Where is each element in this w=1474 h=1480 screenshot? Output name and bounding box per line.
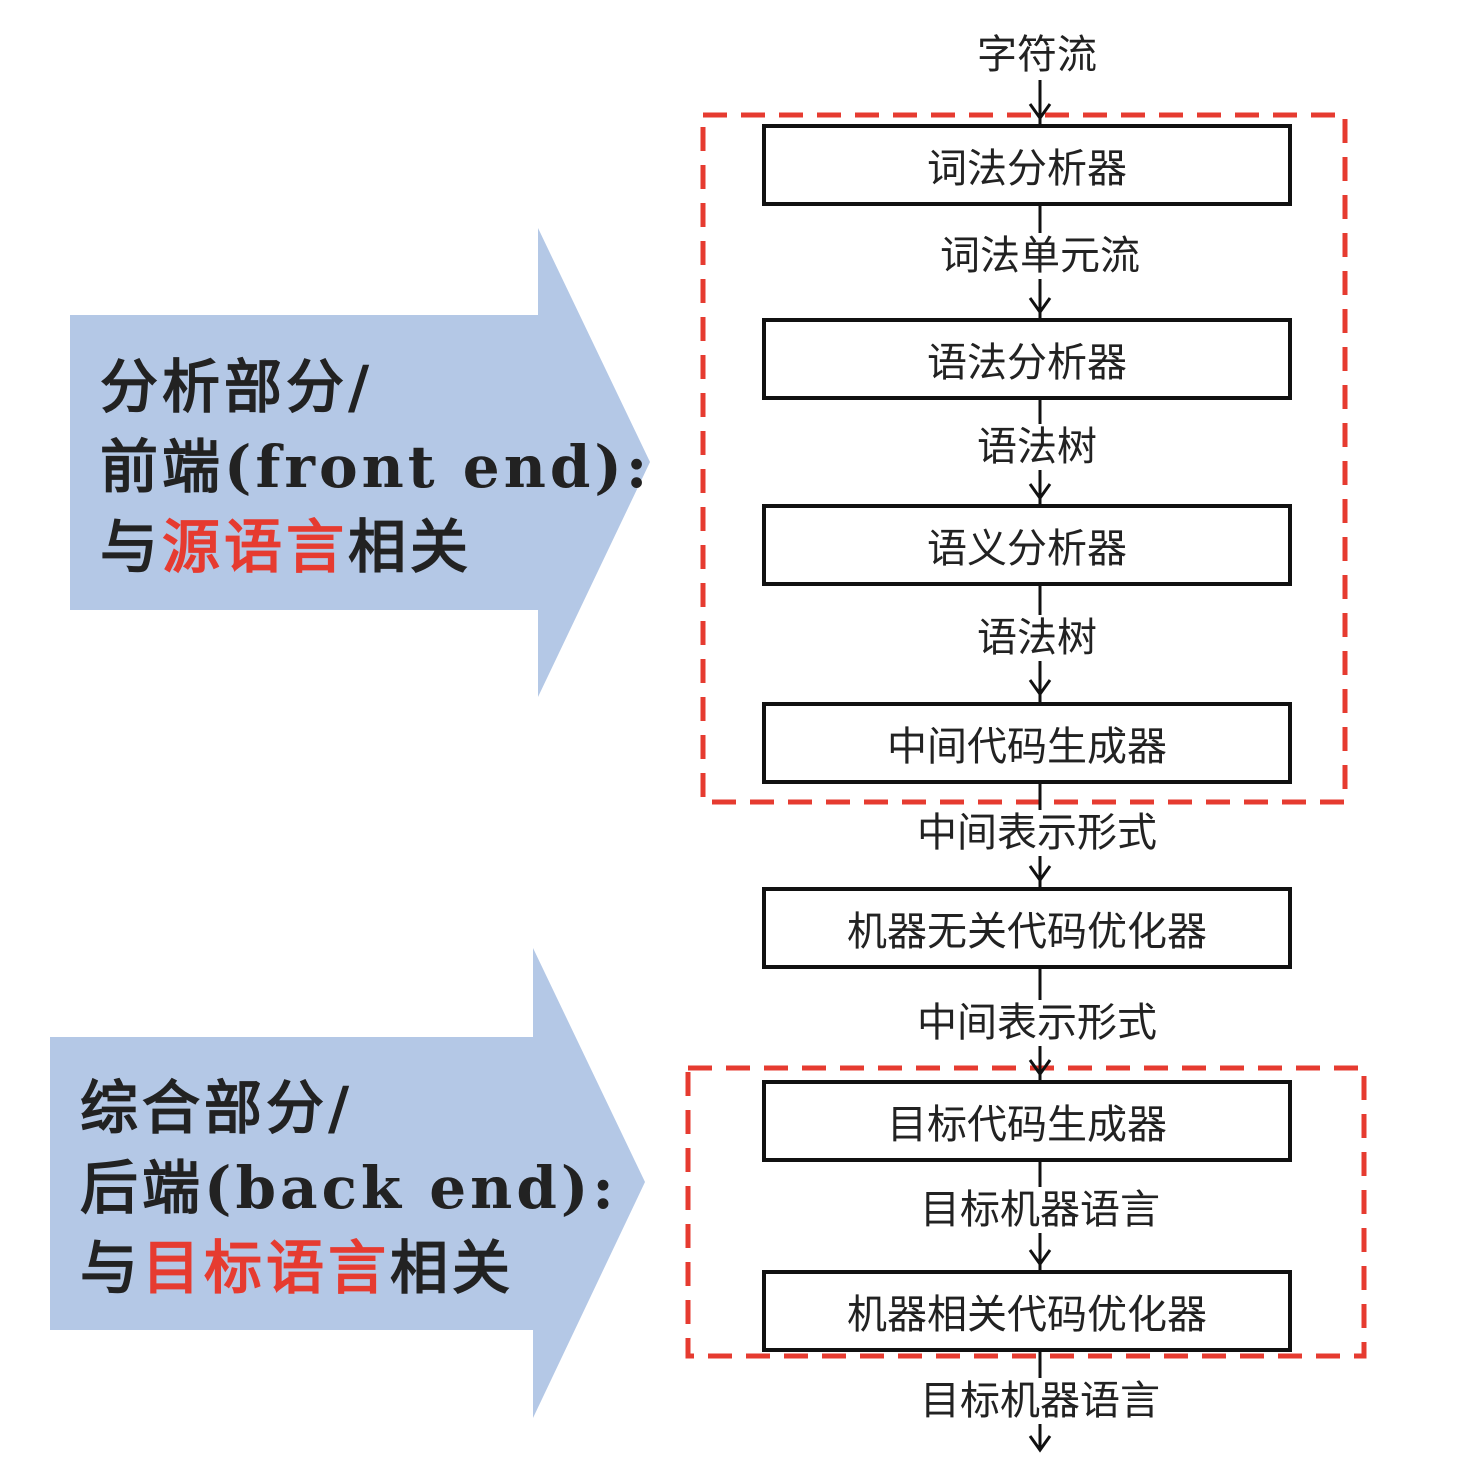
- back-end-line3: 与目标语言相关: [80, 1228, 618, 1308]
- front-end-arrow: [70, 228, 650, 697]
- front-end-line3: 与源语言相关: [100, 507, 651, 587]
- arrowhead: [1028, 297, 1052, 315]
- input-label: 字符流: [973, 32, 1101, 78]
- back-end-line3-prefix: 与: [80, 1234, 143, 1302]
- back-end-line1: 综合部分/: [80, 1074, 354, 1142]
- arrowhead: [1028, 483, 1052, 501]
- arrowhead: [1028, 865, 1052, 883]
- stage-output-label: 中间表示形式: [913, 1000, 1161, 1046]
- back-end-description: 综合部分/ 后端(back end): 与目标语言相关: [80, 1068, 618, 1308]
- stage-semantic-analyzer: 语义分析器: [762, 504, 1292, 586]
- arrowhead: [1028, 103, 1052, 121]
- arrowhead: [1028, 1435, 1052, 1453]
- front-end-line3-suffix: 相关: [348, 513, 473, 581]
- stage-output-label: 语法树: [973, 615, 1101, 661]
- stage-output-label: 中间表示形式: [913, 810, 1161, 856]
- arrowhead: [1028, 1249, 1052, 1267]
- back-end-line3-suffix: 相关: [390, 1234, 515, 1302]
- stage-machine-dependent-optimizer: 机器相关代码优化器: [762, 1270, 1292, 1352]
- stage-output-label: 目标机器语言: [916, 1187, 1164, 1233]
- back-end-group: [685, 1065, 1367, 1359]
- back-end-arrow: [50, 948, 645, 1418]
- stage-output-label: 目标机器语言: [916, 1378, 1164, 1424]
- stage-code-generator: 目标代码生成器: [762, 1080, 1292, 1162]
- stage-output-label: 词法单元流: [936, 233, 1144, 279]
- stage-syntax-analyzer: 语法分析器: [762, 318, 1292, 400]
- stage-lexical-analyzer: 词法分析器: [762, 124, 1292, 206]
- back-end-highlight: 目标语言: [142, 1234, 391, 1302]
- front-end-line3-prefix: 与: [100, 513, 163, 581]
- front-end-highlight: 源语言: [162, 513, 349, 581]
- front-end-group: [700, 112, 1348, 805]
- stage-output-label: 语法树: [973, 424, 1101, 470]
- arrowhead: [1028, 679, 1052, 697]
- flow-arrowheads: [1028, 103, 1052, 1453]
- stage-machine-independent-optimizer: 机器无关代码优化器: [762, 887, 1292, 969]
- front-end-line2: 前端(front end):: [100, 433, 652, 501]
- back-end-line2: 后端(back end):: [80, 1154, 618, 1222]
- front-end-description: 分析部分/ 前端(front end): 与源语言相关: [100, 347, 651, 587]
- arrowhead: [1028, 1059, 1052, 1077]
- stage-ir-generator: 中间代码生成器: [762, 702, 1292, 784]
- front-end-line1: 分析部分/: [100, 353, 374, 421]
